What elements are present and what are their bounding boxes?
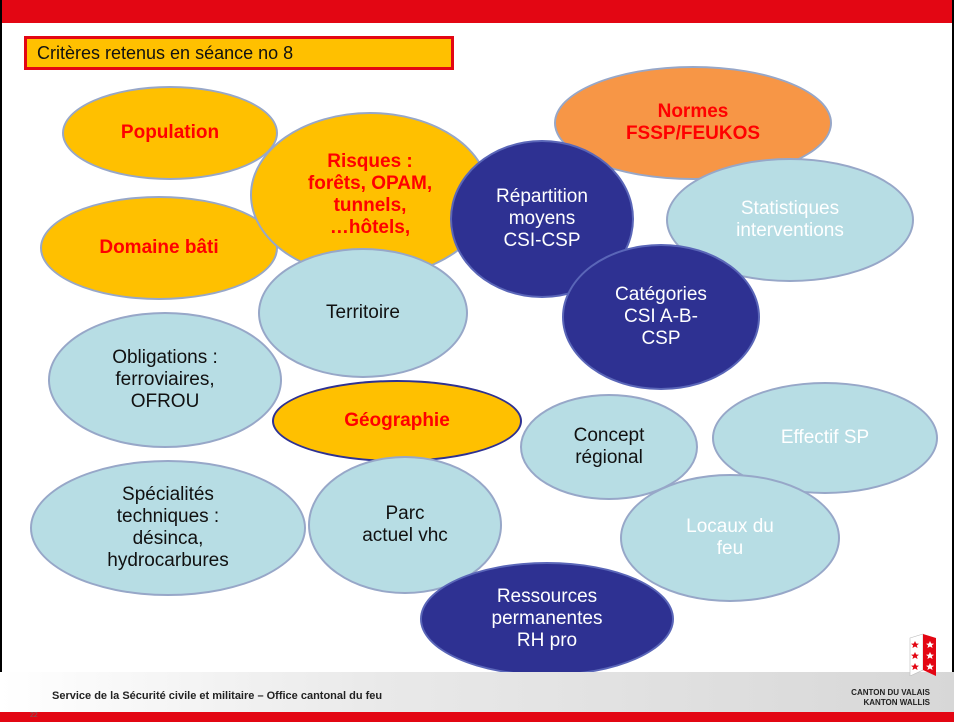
bubble-territoire: Territoire [258,248,468,378]
canton-label-de: KANTON WALLIS [863,698,930,707]
bubble-obligations-label: Obligations : ferroviaires, OFROU [112,347,218,412]
bubble-categories: Catégories CSI A-B- CSP [562,244,760,390]
bubble-territoire-label: Territoire [326,302,400,323]
bubble-repartition-label: Répartition moyens CSI-CSP [496,186,588,251]
bubble-statistiques-label: Statistiques interventions [736,198,844,241]
canton-crest-icon [909,633,936,676]
page-number: 22 [30,712,38,719]
bubble-domaine-bati: Domaine bâti [40,196,278,300]
top-accent-bar [0,0,954,23]
bubble-locaux-label: Locaux du feu [686,516,774,559]
bubble-specialites-label: Spécialités techniques : désinca, hydroc… [107,484,229,571]
bubble-risques-label: Risques : forêts, OPAM, tunnels, …hôtels… [307,151,433,238]
bubble-obligations: Obligations : ferroviaires, OFROU [48,312,282,448]
bubble-effectif-label: Effectif SP [780,427,870,448]
bubble-specialites: Spécialités techniques : désinca, hydroc… [30,460,306,596]
bubble-locaux: Locaux du feu [620,474,840,602]
bubble-geographie: Géographie [272,380,522,462]
bubble-concept-label: Concept régional [573,425,645,468]
footer-department: Service de la Sécurité civile et militai… [52,690,383,702]
slide-right-border [952,0,954,722]
canton-label-fr: CANTON DU VALAIS [851,688,930,697]
bubble-parc-label: Parc actuel vhc [362,503,448,546]
bubble-geographie-label: Géographie [344,410,450,431]
bubble-ressources: Ressources permanentes RH pro [420,562,674,676]
bubble-categories-label: Catégories CSI A-B- CSP [615,284,707,349]
bubble-parc: Parc actuel vhc [308,456,502,594]
footer-band [0,672,954,712]
canton-label: CANTON DU VALAIS KANTON WALLIS [810,688,930,708]
bubble-population-label: Population [120,122,220,143]
bubble-normes-label: Normes FSSP/FEUKOS [625,101,761,144]
bubble-ressources-label: Ressources permanentes RH pro [491,586,603,651]
bubble-domaine-bati-label: Domaine bâti [99,237,219,258]
slide-left-border [0,0,2,722]
bubble-population: Population [62,86,278,180]
slide-title: Critères retenus en séance no 8 [24,36,454,70]
bubble-concept: Concept régional [520,394,698,500]
bottom-accent-bar [0,712,954,722]
